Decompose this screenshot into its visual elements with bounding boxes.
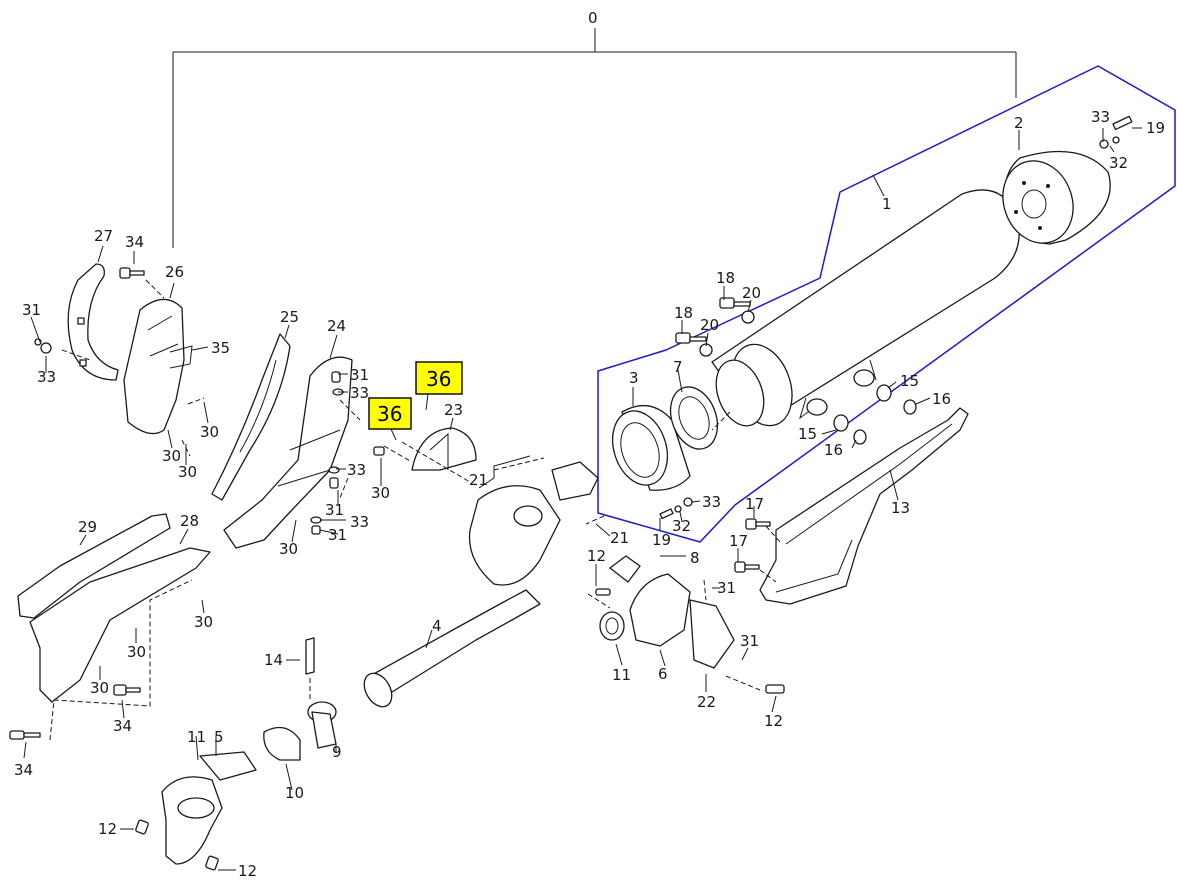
callout-8: 8 xyxy=(690,549,700,567)
callout-15: 15 xyxy=(900,372,919,390)
highlight-label: 36 xyxy=(426,367,451,391)
callout-31: 31 xyxy=(22,301,41,319)
callout-34: 34 xyxy=(113,717,132,735)
callout-31: 31 xyxy=(328,526,347,544)
callout-30: 30 xyxy=(90,679,109,697)
callout-27: 27 xyxy=(94,227,113,245)
callout-4: 4 xyxy=(432,617,442,635)
callout-10: 10 xyxy=(285,784,304,802)
callout-9: 9 xyxy=(332,743,342,761)
callout-15: 15 xyxy=(798,425,817,443)
callout-31: 31 xyxy=(717,579,736,597)
highlight-callout-36-upper[interactable]: 36 xyxy=(415,361,463,395)
callout-17: 17 xyxy=(745,495,764,513)
callout-33: 33 xyxy=(702,493,721,511)
callout-12: 12 xyxy=(764,712,783,730)
heat-shield-23 xyxy=(411,427,477,471)
callout-11: 11 xyxy=(187,728,206,746)
callout-12: 12 xyxy=(238,862,257,880)
callout-32: 32 xyxy=(672,517,691,535)
muffler-group-outline xyxy=(597,65,1176,543)
callout-33: 33 xyxy=(347,461,366,479)
heat-shield-29-28 xyxy=(17,513,211,703)
callout-20: 20 xyxy=(700,316,719,334)
callout-12: 12 xyxy=(587,547,606,565)
callout-23: 23 xyxy=(444,401,463,419)
fasteners-left xyxy=(9,267,785,871)
callout-21: 21 xyxy=(469,471,488,489)
end-cap xyxy=(1002,150,1111,245)
callout-33: 33 xyxy=(37,368,56,386)
assembly-bracket xyxy=(172,28,1017,248)
callout-16: 16 xyxy=(824,441,843,459)
hanger-bracket xyxy=(759,407,969,605)
callout-2: 2 xyxy=(1014,114,1024,132)
callout-31: 31 xyxy=(325,501,344,519)
manifold-parts xyxy=(587,555,761,691)
callout-19: 19 xyxy=(1146,119,1165,137)
callout-32: 32 xyxy=(1109,154,1128,172)
callout-11: 11 xyxy=(612,666,631,684)
callout-16: 16 xyxy=(932,390,951,408)
callout-21: 21 xyxy=(610,529,629,547)
callout-1: 1 xyxy=(882,195,892,213)
heat-shield-24 xyxy=(223,356,353,549)
callout-18: 18 xyxy=(716,269,735,287)
callout-6: 6 xyxy=(658,665,668,683)
callout-5: 5 xyxy=(214,728,224,746)
heat-shield-25 xyxy=(211,333,291,501)
callout-33: 33 xyxy=(1091,108,1110,126)
highlight-label: 36 xyxy=(377,402,402,426)
callout-24: 24 xyxy=(327,317,346,335)
inlet-flange xyxy=(611,404,691,491)
callout-30: 30 xyxy=(162,447,181,465)
callout-30: 30 xyxy=(200,423,219,441)
callout-13: 13 xyxy=(891,499,910,517)
callout-labels: 0 1 2 33 19 32 18 20 18 20 3 7 15 16 15 … xyxy=(14,9,1165,880)
callout-22: 22 xyxy=(697,693,716,711)
callout-34: 34 xyxy=(125,233,144,251)
callout-18: 18 xyxy=(674,304,693,322)
callout-35: 35 xyxy=(211,339,230,357)
callout-33: 33 xyxy=(350,384,369,402)
callout-30: 30 xyxy=(127,643,146,661)
heat-shield-27 xyxy=(67,263,119,381)
heat-shield-26 xyxy=(123,298,193,435)
callout-0: 0 xyxy=(588,9,598,27)
callout-33: 33 xyxy=(350,513,369,531)
callout-29: 29 xyxy=(78,518,97,536)
callout-26: 26 xyxy=(165,263,184,281)
highlight-callout-36-lower[interactable]: 36 xyxy=(368,397,412,430)
callout-19: 19 xyxy=(652,531,671,549)
callout-31: 31 xyxy=(740,632,759,650)
header-pipe xyxy=(363,461,599,708)
lower-parts xyxy=(161,637,337,865)
callout-28: 28 xyxy=(180,512,199,530)
callout-14: 14 xyxy=(264,651,283,669)
callout-7: 7 xyxy=(673,358,683,376)
fasteners-muffler xyxy=(659,115,1133,583)
callout-30: 30 xyxy=(178,463,197,481)
callout-34: 34 xyxy=(14,761,33,779)
callout-17: 17 xyxy=(729,532,748,550)
muffler xyxy=(711,189,1020,427)
callout-25: 25 xyxy=(280,308,299,326)
callout-30: 30 xyxy=(371,484,390,502)
callout-20: 20 xyxy=(742,284,761,302)
callout-31: 31 xyxy=(350,366,369,384)
gasket-7 xyxy=(669,386,719,450)
callout-30: 30 xyxy=(279,540,298,558)
callout-12: 12 xyxy=(98,820,117,838)
callout-3: 3 xyxy=(629,369,639,387)
leader-lines xyxy=(23,127,1142,871)
callout-30: 30 xyxy=(194,613,213,631)
